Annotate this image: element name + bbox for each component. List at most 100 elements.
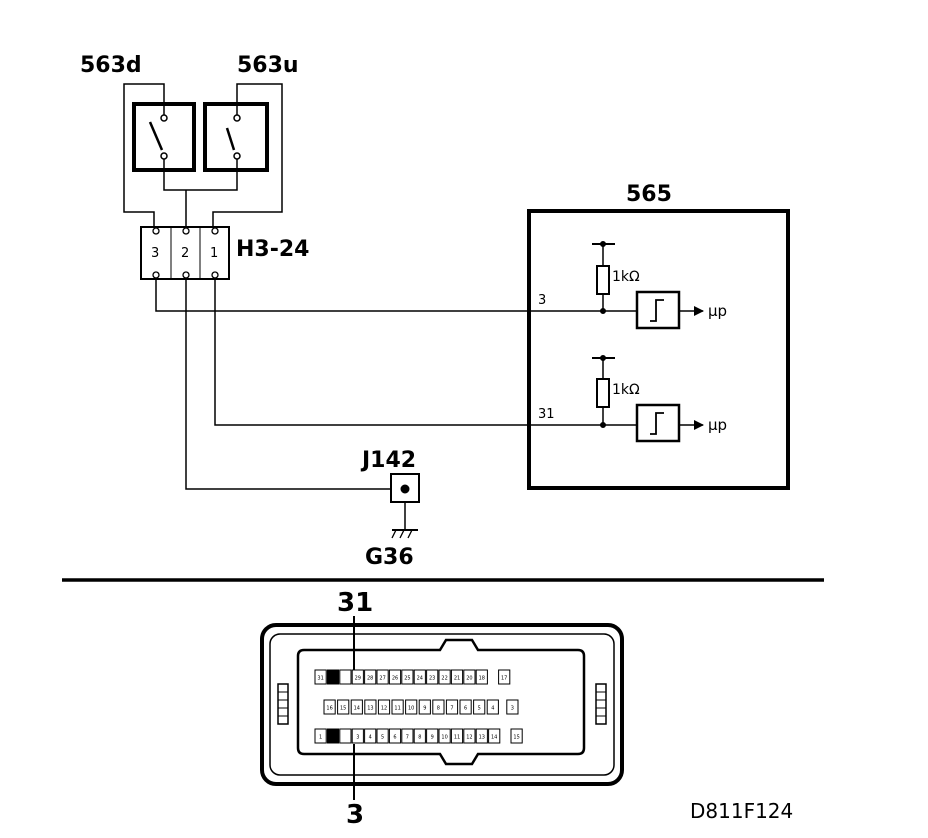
resistor-1-label: 1kΩ (612, 269, 640, 285)
ground-junction (390, 473, 420, 539)
ecu-pin-label: 1 (319, 735, 322, 741)
ecu-pin-cell (506, 699, 519, 715)
ecu-pin-label: 17 (501, 676, 507, 682)
ecu-pin-cell (463, 728, 476, 744)
ecu-pin-cell (438, 669, 451, 685)
h3-pin-2: 2 (181, 246, 189, 261)
ecu-pin-cell (337, 699, 350, 715)
ecu-pin-cell (463, 669, 476, 685)
ecu-pin-cell (391, 699, 404, 715)
switch-left-label: 563d (80, 53, 142, 78)
ecu-pin-label: 3 (356, 735, 359, 741)
connector-h3-label: H3-24 (236, 237, 309, 262)
ecu-pin-label: 24 (417, 676, 423, 682)
switch-wiring (123, 83, 283, 228)
ecu-pin-label: 29 (355, 676, 361, 682)
ecu-pin-cell (314, 728, 327, 744)
ecu-pin-label: 10 (408, 706, 414, 712)
ecu-pin-cell (401, 669, 414, 685)
ecu-pin-label: 12 (466, 735, 472, 741)
ecu-pin-cell (364, 728, 377, 744)
ecu-pin-label: 18 (479, 676, 485, 682)
ecu-pin-cell (498, 669, 511, 685)
module-565-box (527, 209, 790, 490)
ecu-pin-cell (445, 699, 459, 715)
ecu-pin-label: 15 (340, 706, 346, 712)
ecu-pin-label: 5 (478, 706, 481, 712)
ecu-pin-label: 13 (367, 706, 373, 712)
ecu-pin-label: 23 (429, 676, 435, 682)
ecu-pin-cell (351, 669, 364, 685)
ecu-pin-cell (323, 699, 336, 715)
ecu-pin-cell (351, 728, 364, 744)
ecu-pin-label: 8 (418, 735, 421, 741)
h3-pin-3: 3 (151, 246, 159, 261)
ecu-pin-label: 31 (317, 676, 323, 682)
callout-pin-3: 3 (346, 800, 364, 830)
ecu-pin-label: 21 (454, 676, 460, 682)
ecu-pin-label: 7 (406, 735, 409, 741)
connector-h3-24: 3 2 1 (140, 226, 230, 280)
ecu-pin-label: 4 (369, 735, 372, 741)
output-1-label: µp (708, 302, 727, 320)
ecu-pin-label: 11 (454, 735, 460, 741)
ecu-pin-cell (364, 699, 377, 715)
harness-wires (155, 278, 637, 490)
ecu-pin-cell (364, 669, 377, 685)
ecu-pin-cell (405, 699, 418, 715)
drawing-code: D811F124 (690, 799, 793, 823)
ecu-pin-cell (475, 669, 488, 685)
ecu-pin-label: 7 (450, 706, 453, 712)
module-pin-3: 3 (538, 293, 546, 308)
callout-pin-31: 31 (337, 588, 373, 618)
switch-563u (203, 102, 269, 172)
ecu-pin-label: 9 (431, 735, 434, 741)
resistor-2-label: 1kΩ (612, 382, 640, 398)
ecu-pin-cell (438, 728, 451, 744)
ecu-pin-label: 12 (381, 706, 387, 712)
ecu-pin-cell (376, 728, 389, 744)
h3-pin-1: 1 (210, 246, 218, 261)
ecu-pin-label: 11 (394, 706, 400, 712)
ecu-pin-label: 16 (326, 706, 332, 712)
ecu-pin-cell (475, 728, 488, 744)
ecu-pin-cell (510, 728, 523, 744)
ecu-pin-cell (426, 669, 439, 685)
ecu-pin-cell (339, 669, 352, 685)
ecu-pin-cell (418, 699, 431, 715)
ecu-pin-label: 6 (464, 706, 467, 712)
ecu-pin-label: 3 (511, 706, 514, 712)
ecu-pin-cell (413, 669, 426, 685)
ecu-pin-cell (488, 728, 501, 744)
ecu-pin-cell (413, 728, 426, 744)
input-channel-2 (592, 355, 704, 443)
ecu-pin-cell (377, 699, 391, 715)
ecu-pin-label: 8 (437, 706, 440, 712)
ecu-connector-body (260, 623, 624, 786)
ecu-pin-label: 30 (330, 676, 336, 682)
module-pin-31: 31 (538, 407, 555, 422)
ecu-pin-label: 15 (513, 735, 519, 741)
ecu-pin-label: 22 (441, 676, 447, 682)
ecu-pin-label: 9 (423, 706, 426, 712)
switch-right-label: 563u (237, 53, 299, 78)
ecu-pin-label: 5 (381, 735, 384, 741)
ecu-pin-label: 28 (367, 676, 373, 682)
ecu-pin-label: 26 (392, 676, 398, 682)
ecu-pin-cell (450, 669, 464, 685)
ecu-pin-cell (339, 728, 352, 744)
ecu-pin-cell (388, 669, 402, 685)
ecu-pin-label: 4 (491, 706, 494, 712)
ecu-pin-cell (388, 728, 402, 744)
ecu-pin-cell (450, 728, 464, 744)
ecu-pin-cell (350, 699, 363, 715)
ecu-pin-cell (432, 699, 445, 715)
ecu-pin-cell (326, 728, 340, 744)
ecu-pin-cell (473, 699, 486, 715)
module-label: 565 (626, 182, 672, 207)
ecu-pin-label: 6 (393, 735, 396, 741)
